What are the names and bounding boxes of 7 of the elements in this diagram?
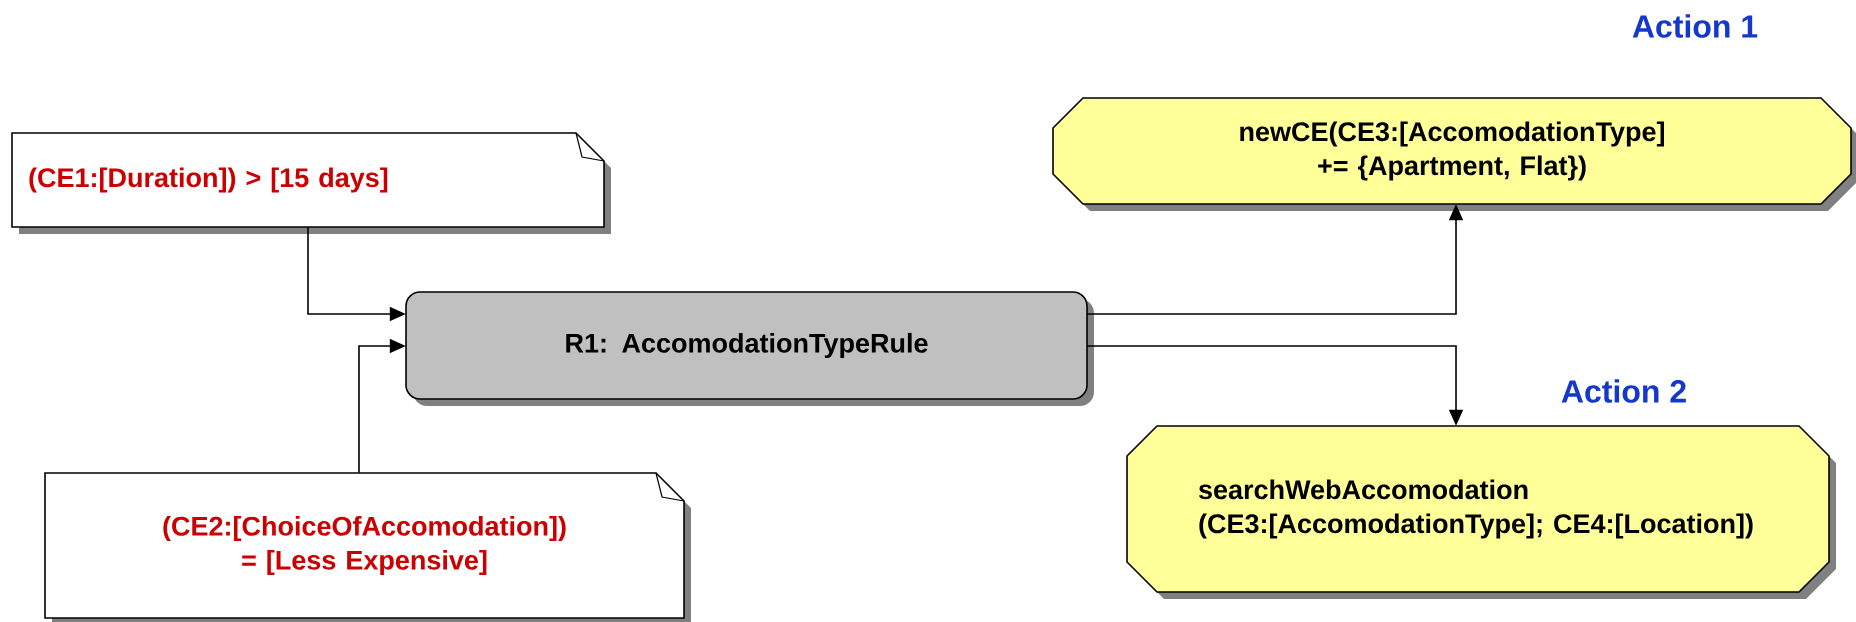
condition-note: (CE2:[ChoiceOfAccomodation]) = [Less Expensive] bbox=[44, 472, 691, 622]
condition-note: (CE1:[Duration]) > [15 days] bbox=[11, 132, 611, 234]
rule-box: R1: AccomodationTypeRule bbox=[405, 291, 1094, 406]
action-label: Action 1 bbox=[1632, 14, 1758, 38]
action-octagon: searchWebAccomodation (CE3:[AccomodationType]; CE4:[Location]) bbox=[1126, 425, 1836, 599]
action-octagon: newCE(CE3:[AccomodationType] += {Apartment, Flat}) bbox=[1052, 97, 1856, 211]
action-label: Action 2 bbox=[1561, 379, 1686, 403]
